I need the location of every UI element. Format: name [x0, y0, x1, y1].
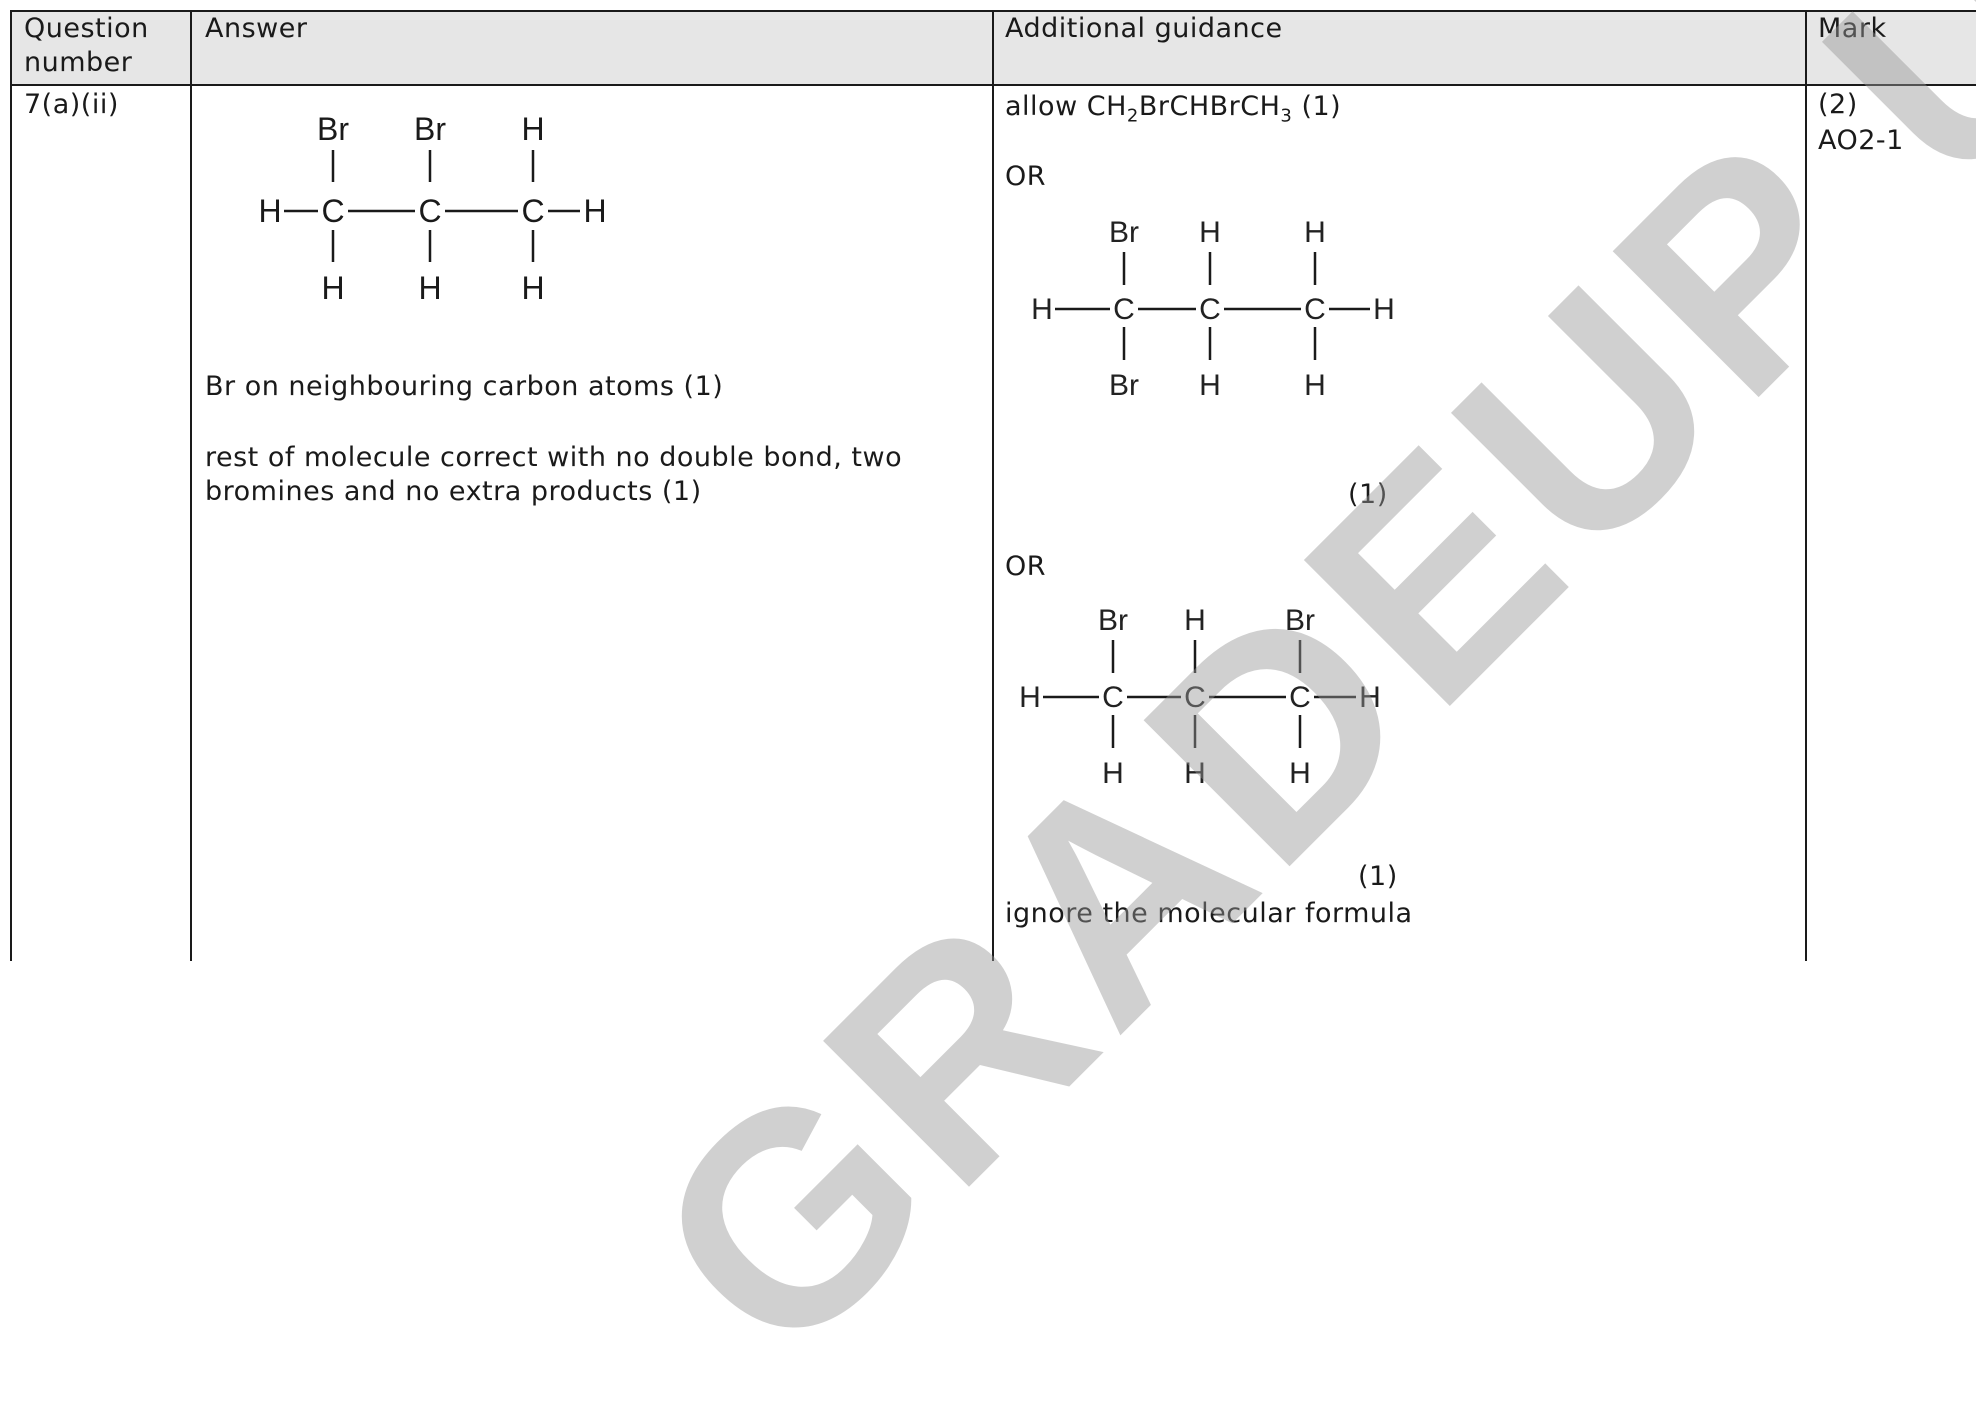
formula-sub-1: 2: [1126, 105, 1139, 127]
struct-alt2-top-1: Br: [1098, 604, 1128, 637]
struct-main-top-3: H: [521, 111, 544, 147]
struct-alt2-carbon-1: C: [1102, 681, 1124, 714]
struct-alt2-bottom-3: H: [1289, 757, 1311, 790]
mark-value: (2): [1818, 89, 1858, 120]
struct-alt1-bottom-2: H: [1199, 369, 1221, 402]
struct-alt1-right: H: [1373, 293, 1395, 326]
formula-sub-2: 3: [1280, 105, 1293, 127]
formula-part-1: CH: [1086, 91, 1127, 122]
guidance-allow-prefix: allow: [1005, 91, 1087, 122]
guidance-mark-1: (1): [1348, 479, 1388, 510]
struct-alt1-top-1: Br: [1109, 216, 1139, 249]
struct-alt2-right: H: [1359, 681, 1381, 714]
header-answer: Answer: [205, 13, 308, 44]
struct-main-top-1: Br: [317, 111, 349, 147]
struct-alt2-carbon-2: C: [1184, 681, 1206, 714]
header-mark: Mark: [1818, 13, 1887, 44]
struct-alt2-left: H: [1019, 681, 1041, 714]
struct-alt1-carbon-1: C: [1113, 293, 1135, 326]
struct-alt1-top-2: H: [1199, 216, 1221, 249]
table-left-border: [10, 10, 12, 961]
struct-main-carbon-3: C: [521, 193, 544, 229]
answer-point-2: rest of molecule correct with no double …: [205, 442, 903, 507]
guidance-ignore-note: ignore the molecular formula: [1005, 898, 1413, 929]
struct-alt2-carbon-3: C: [1289, 681, 1311, 714]
guidance-or-2: OR: [1005, 551, 1047, 582]
struct-alt1-bottom-1: Br: [1109, 369, 1139, 402]
assessment-objective: AO2-1: [1818, 125, 1904, 156]
question-number: 7(a)(ii): [24, 89, 119, 120]
guidance-mark-2: (1): [1358, 861, 1398, 892]
struct-alt2-top-3: Br: [1285, 604, 1315, 637]
struct-alt1-left: H: [1031, 293, 1053, 326]
struct-alt1-carbon-2: C: [1199, 293, 1221, 326]
guidance-or-1: OR: [1005, 161, 1047, 192]
struct-main-bottom-1: H: [321, 270, 344, 306]
header-additional-guidance: Additional guidance: [1005, 13, 1283, 44]
struct-main-bottom-2: H: [418, 270, 441, 306]
column-divider-2: [992, 10, 994, 961]
guidance-allow-suffix: (1): [1292, 91, 1342, 122]
struct-main-right: H: [583, 193, 606, 229]
guidance-allow-formula: allow CH2BrCHBrCH3 (1): [1005, 90, 1342, 127]
struct-alt1-carbon-3: C: [1304, 293, 1326, 326]
struct-alt1-bottom-3: H: [1304, 369, 1326, 402]
struct-alt1-top-3: H: [1304, 216, 1326, 249]
struct-alt2-top-2: H: [1184, 604, 1206, 637]
column-divider-1: [190, 10, 192, 961]
struct-main-left: H: [258, 193, 281, 229]
struct-alt2-bottom-2: H: [1184, 757, 1206, 790]
struct-alt2-bottom-1: H: [1102, 757, 1124, 790]
answer-structural-formula: Br Br H H C C C H H H H: [258, 111, 606, 306]
answer-point-1: Br on neighbouring carbon atoms (1): [205, 371, 724, 402]
guidance-structure-alternative-1: Br H H H C C C H Br H H: [1031, 216, 1395, 402]
struct-main-carbon-2: C: [418, 193, 441, 229]
struct-main-carbon-1: C: [321, 193, 344, 229]
column-divider-3: [1805, 10, 1807, 961]
formula-part-2: BrCHBrCH: [1138, 91, 1281, 122]
struct-main-top-2: Br: [414, 111, 446, 147]
header-question-number: Question number: [24, 13, 149, 78]
struct-main-bottom-3: H: [521, 270, 544, 306]
guidance-structure-alternative-2: Br H Br H C C C H H H H: [1019, 604, 1381, 790]
